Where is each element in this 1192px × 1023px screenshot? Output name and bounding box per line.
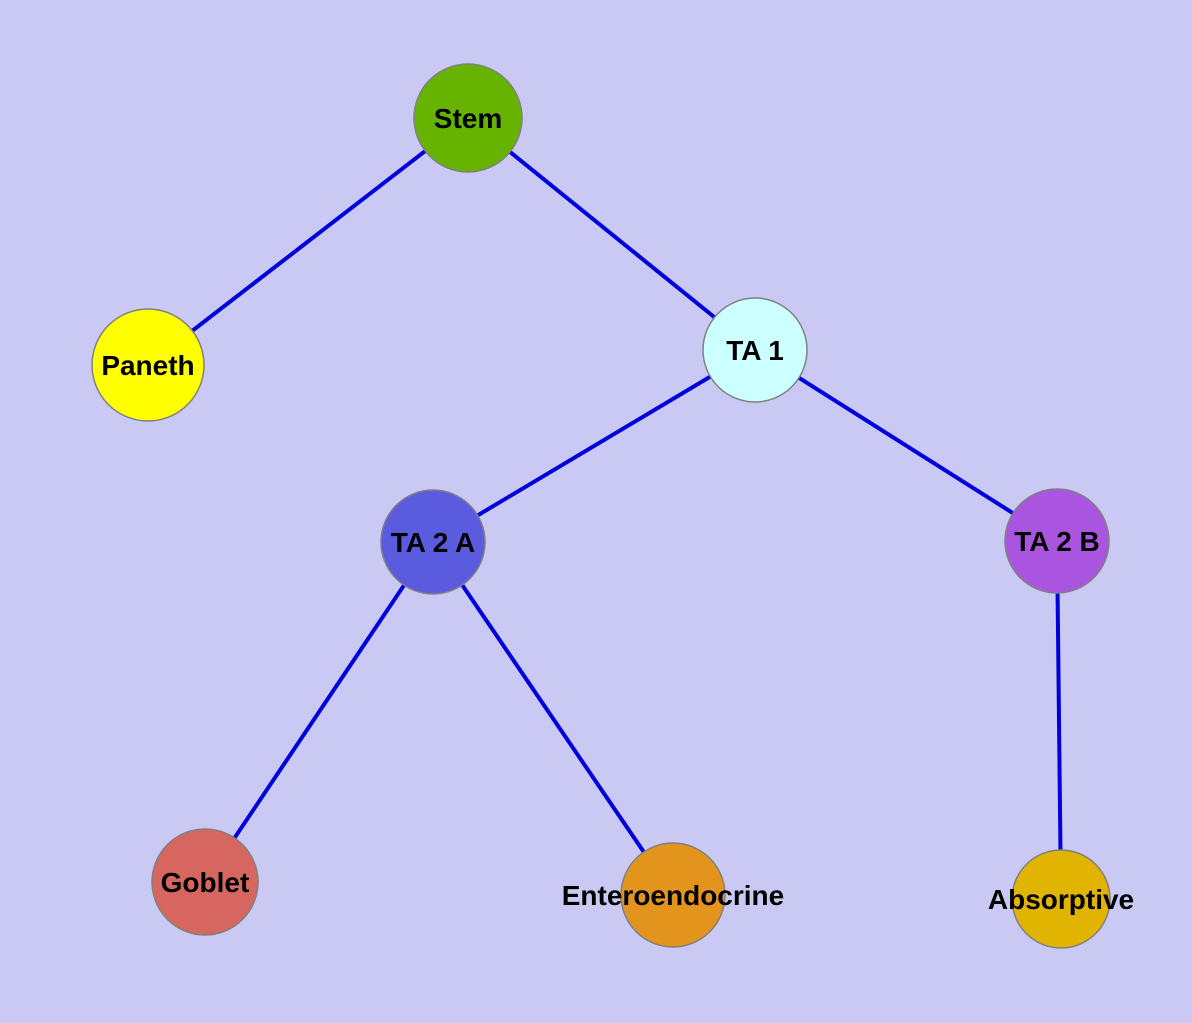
edge-ta2b-absorptive [1055, 540, 1063, 900]
edge-stem-paneth [146, 116, 470, 367]
node-paneth[interactable]: Paneth [91, 308, 205, 422]
node-label-stem: Stem [434, 103, 502, 134]
node-label-absorptive: Absorptive [988, 884, 1134, 915]
node-circle-enteroendocrine[interactable] [620, 842, 726, 948]
node-label-ta2b: TA 2 B [1014, 526, 1100, 557]
node-circle-absorptive[interactable] [1011, 849, 1111, 949]
node-ta2b[interactable]: TA 2 B [1004, 488, 1110, 594]
node-circle-paneth[interactable] [91, 308, 205, 422]
edge-ta2a-goblet [203, 540, 435, 884]
edge-layer [146, 116, 1063, 900]
node-absorptive[interactable]: Absorptive [988, 849, 1134, 949]
node-ta2a[interactable]: TA 2 A [380, 489, 486, 595]
node-circle-ta2b[interactable] [1004, 488, 1110, 594]
edge-ta1-ta2b [753, 348, 1059, 543]
edge-ta1-ta2a [431, 348, 757, 544]
node-label-paneth: Paneth [101, 350, 194, 381]
node-label-enteroendocrine: Enteroendocrine [562, 880, 784, 911]
node-goblet[interactable]: Goblet [151, 828, 259, 936]
node-label-ta2a: TA 2 A [391, 527, 476, 558]
node-ta1[interactable]: TA 1 [702, 297, 808, 403]
node-circle-ta1[interactable] [702, 297, 808, 403]
node-stem[interactable]: Stem [413, 63, 523, 173]
node-enteroendocrine[interactable]: Enteroendocrine [562, 842, 784, 948]
edge-stem-ta1 [466, 116, 757, 352]
node-circle-stem[interactable] [413, 63, 523, 173]
node-label-goblet: Goblet [161, 867, 250, 898]
node-label-ta1: TA 1 [726, 335, 784, 366]
node-circle-ta2a[interactable] [380, 489, 486, 595]
edge-ta2a-enteroendocrine [431, 540, 675, 897]
node-circle-goblet[interactable] [151, 828, 259, 936]
